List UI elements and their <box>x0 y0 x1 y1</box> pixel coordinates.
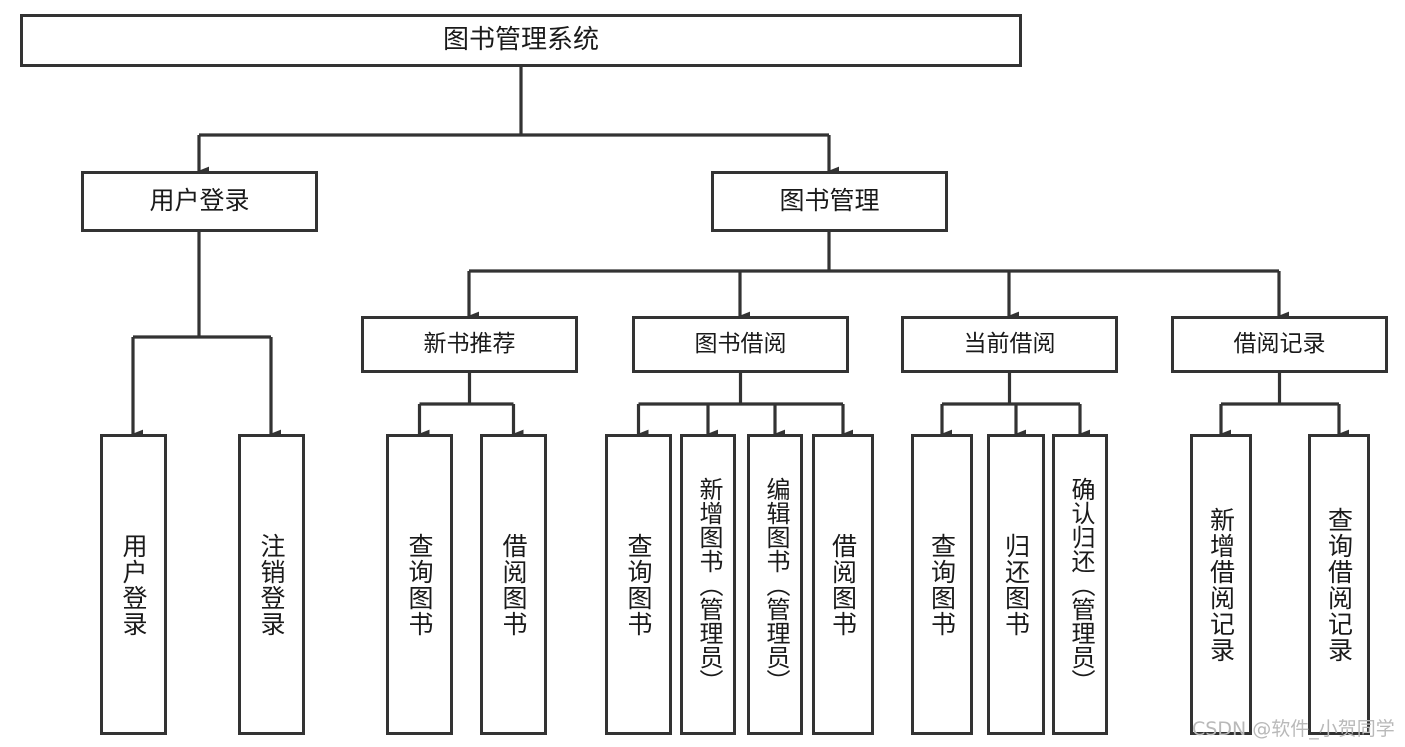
node-label: 归还图书 <box>1001 532 1031 637</box>
node-borrow-record[interactable]: 借阅记录 <box>1171 316 1388 373</box>
node-label: 新增图书（管理员） <box>694 476 723 693</box>
node-label: 图书借阅 <box>694 331 787 358</box>
node-label: 查询图书 <box>927 532 957 637</box>
node-root[interactable]: 图书管理系统 <box>20 14 1022 67</box>
node-leaf-user-logout[interactable]: 注销登录 <box>238 434 305 735</box>
node-label: 新书推荐 <box>423 331 516 358</box>
node-label: 借阅图书 <box>828 532 858 637</box>
node-book-manage[interactable]: 图书管理 <box>711 171 948 232</box>
node-leaf-borrow-book-1[interactable]: 借阅图书 <box>480 434 547 735</box>
node-label: 用户登录 <box>119 532 148 637</box>
node-leaf-borrow-book-2[interactable]: 借阅图书 <box>812 434 874 735</box>
node-label: 借阅图书 <box>499 532 528 637</box>
node-leaf-add-book[interactable]: 新增图书（管理员） <box>680 434 736 735</box>
node-label: 查询图书 <box>405 532 434 637</box>
node-book-borrow[interactable]: 图书借阅 <box>632 316 849 373</box>
node-new-book-rec[interactable]: 新书推荐 <box>361 316 578 373</box>
node-leaf-query-book-1[interactable]: 查询图书 <box>386 434 453 735</box>
node-label: 图书管理 <box>779 186 880 216</box>
node-leaf-return-book[interactable]: 归还图书 <box>987 434 1045 735</box>
node-label: 用户登录 <box>149 186 250 216</box>
node-label: 借阅记录 <box>1233 331 1326 358</box>
node-label: 注销登录 <box>257 532 286 637</box>
node-label: 查询借阅记录 <box>1324 506 1354 663</box>
node-label: 图书管理系统 <box>442 24 599 55</box>
node-label: 当前借阅 <box>963 331 1056 358</box>
node-label: 查询图书 <box>624 532 653 637</box>
node-leaf-edit-book[interactable]: 编辑图书（管理员） <box>747 434 803 735</box>
node-label: 新增借阅记录 <box>1206 506 1236 663</box>
node-leaf-user-login[interactable]: 用户登录 <box>100 434 167 735</box>
node-leaf-confirm-return[interactable]: 确认归还（管理员） <box>1052 434 1108 735</box>
node-leaf-query-record[interactable]: 查询借阅记录 <box>1308 434 1370 735</box>
node-leaf-add-record[interactable]: 新增借阅记录 <box>1190 434 1252 735</box>
node-user-login[interactable]: 用户登录 <box>81 171 318 232</box>
node-current-borrow[interactable]: 当前借阅 <box>901 316 1118 373</box>
node-label: 确认归还（管理员） <box>1066 476 1095 693</box>
node-leaf-query-book-2[interactable]: 查询图书 <box>605 434 672 735</box>
node-leaf-query-book-3[interactable]: 查询图书 <box>911 434 973 735</box>
node-label: 编辑图书（管理员） <box>761 476 790 693</box>
